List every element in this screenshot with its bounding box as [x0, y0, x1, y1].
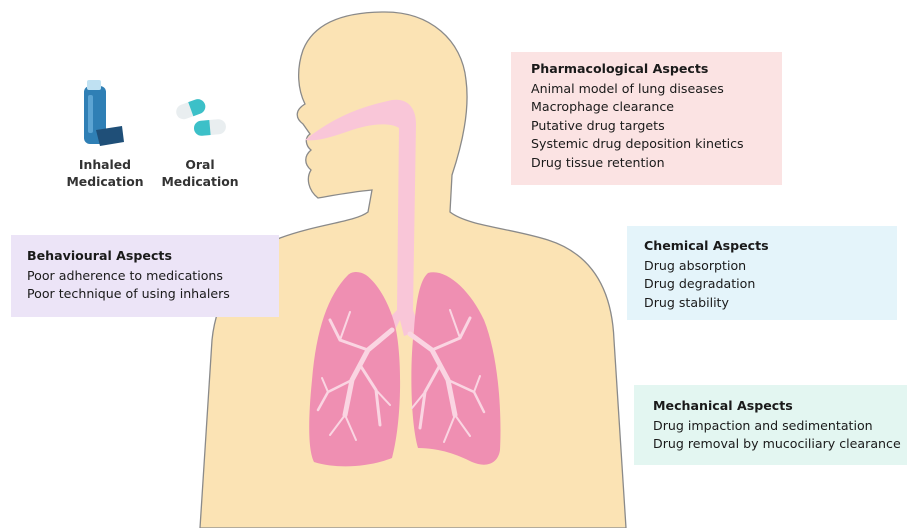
- inhaled-medication-label: Inhaled Medication: [63, 156, 147, 190]
- chemical-item: Drug absorption: [644, 257, 897, 276]
- pharmacological-title: Pharmacological Aspects: [531, 60, 782, 79]
- inhaler-icon: [84, 80, 124, 146]
- chemical-title: Chemical Aspects: [644, 237, 897, 256]
- pharmacological-item: Animal model of lung diseases: [531, 80, 782, 99]
- mechanical-title: Mechanical Aspects: [653, 397, 907, 416]
- pharmacological-item: Putative drug targets: [531, 117, 782, 136]
- behavioural-item: Poor technique of using inhalers: [27, 285, 279, 304]
- mechanical-aspects-box: Mechanical Aspects Drug impaction and se…: [634, 385, 907, 465]
- behavioural-title: Behavioural Aspects: [27, 247, 279, 266]
- behavioural-item: Poor adherence to medications: [27, 267, 279, 286]
- pharmacological-item: Drug tissue retention: [531, 154, 782, 173]
- pharmacological-aspects-box: Pharmacological Aspects Animal model of …: [511, 52, 782, 185]
- chemical-aspects-box: Chemical Aspects Drug absorption Drug de…: [627, 226, 897, 320]
- mechanical-item: Drug impaction and sedimentation: [653, 417, 907, 436]
- behavioural-aspects-box: Behavioural Aspects Poor adherence to me…: [11, 235, 279, 317]
- mechanical-item: Drug removal by mucociliary clearance: [653, 435, 907, 454]
- capsule-icon: [174, 97, 226, 136]
- pharmacological-item: Macrophage clearance: [531, 98, 782, 117]
- chemical-item: Drug degradation: [644, 275, 897, 294]
- pharmacological-item: Systemic drug deposition kinetics: [531, 135, 782, 154]
- oral-medication-label: Oral Medication: [150, 156, 250, 190]
- chemical-item: Drug stability: [644, 294, 897, 313]
